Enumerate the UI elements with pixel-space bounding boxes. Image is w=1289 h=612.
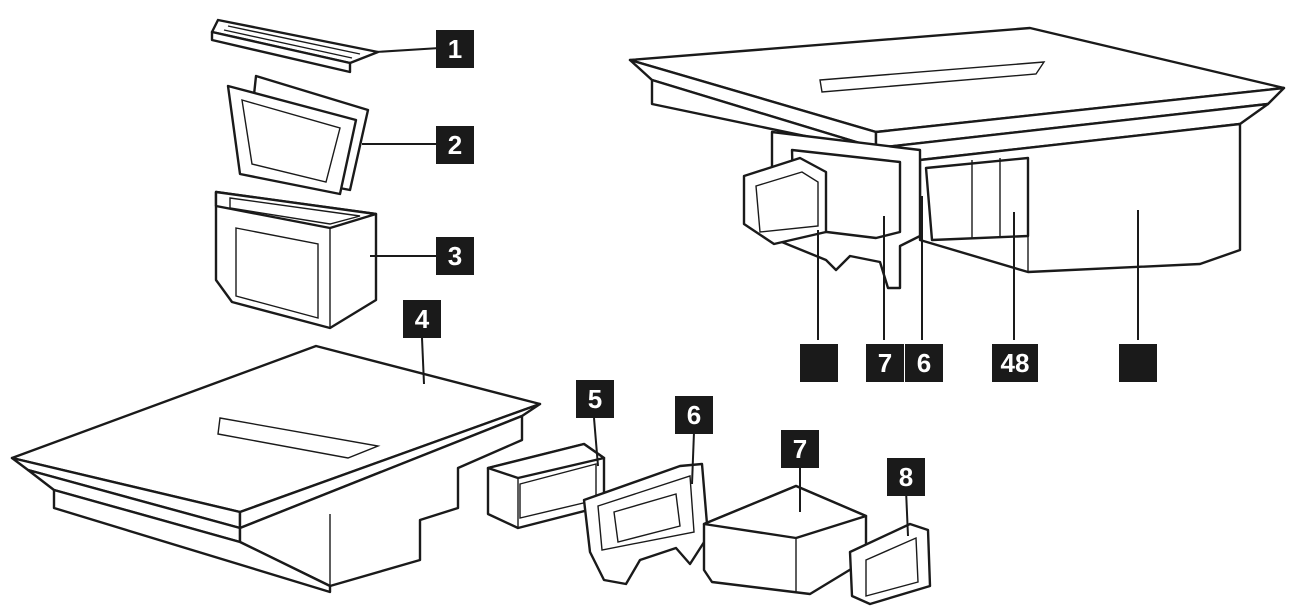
part-6-seal-plate [582,462,710,586]
callout-2: 2 [436,126,474,164]
callout-right-7: 7 [866,344,904,382]
callout-4: 4 [403,300,441,338]
part-1-grille [210,18,380,74]
callout-7: 7 [781,430,819,468]
leader-lines-left [362,47,909,537]
callout-right-6: 6 [905,344,943,382]
part-4-cooktop [10,344,542,594]
callout-5: 5 [576,380,614,418]
callout-1: 1 [436,30,474,68]
callout-3: 3 [436,237,474,275]
part-3-filter-box [214,190,378,330]
part-8-end-ring [848,522,932,606]
part-2-filter-frame [226,74,370,196]
part-7-duct [702,484,868,596]
callout-right-5 [1119,344,1157,382]
callout-6: 6 [675,396,713,434]
callout-right-48: 48 [992,344,1038,382]
callout-8: 8 [887,458,925,496]
assembled-cooktop-unit [628,26,1286,290]
part-5-connector [486,442,606,530]
leader-lines-right [817,196,1139,340]
callout-right-1 [800,344,838,382]
